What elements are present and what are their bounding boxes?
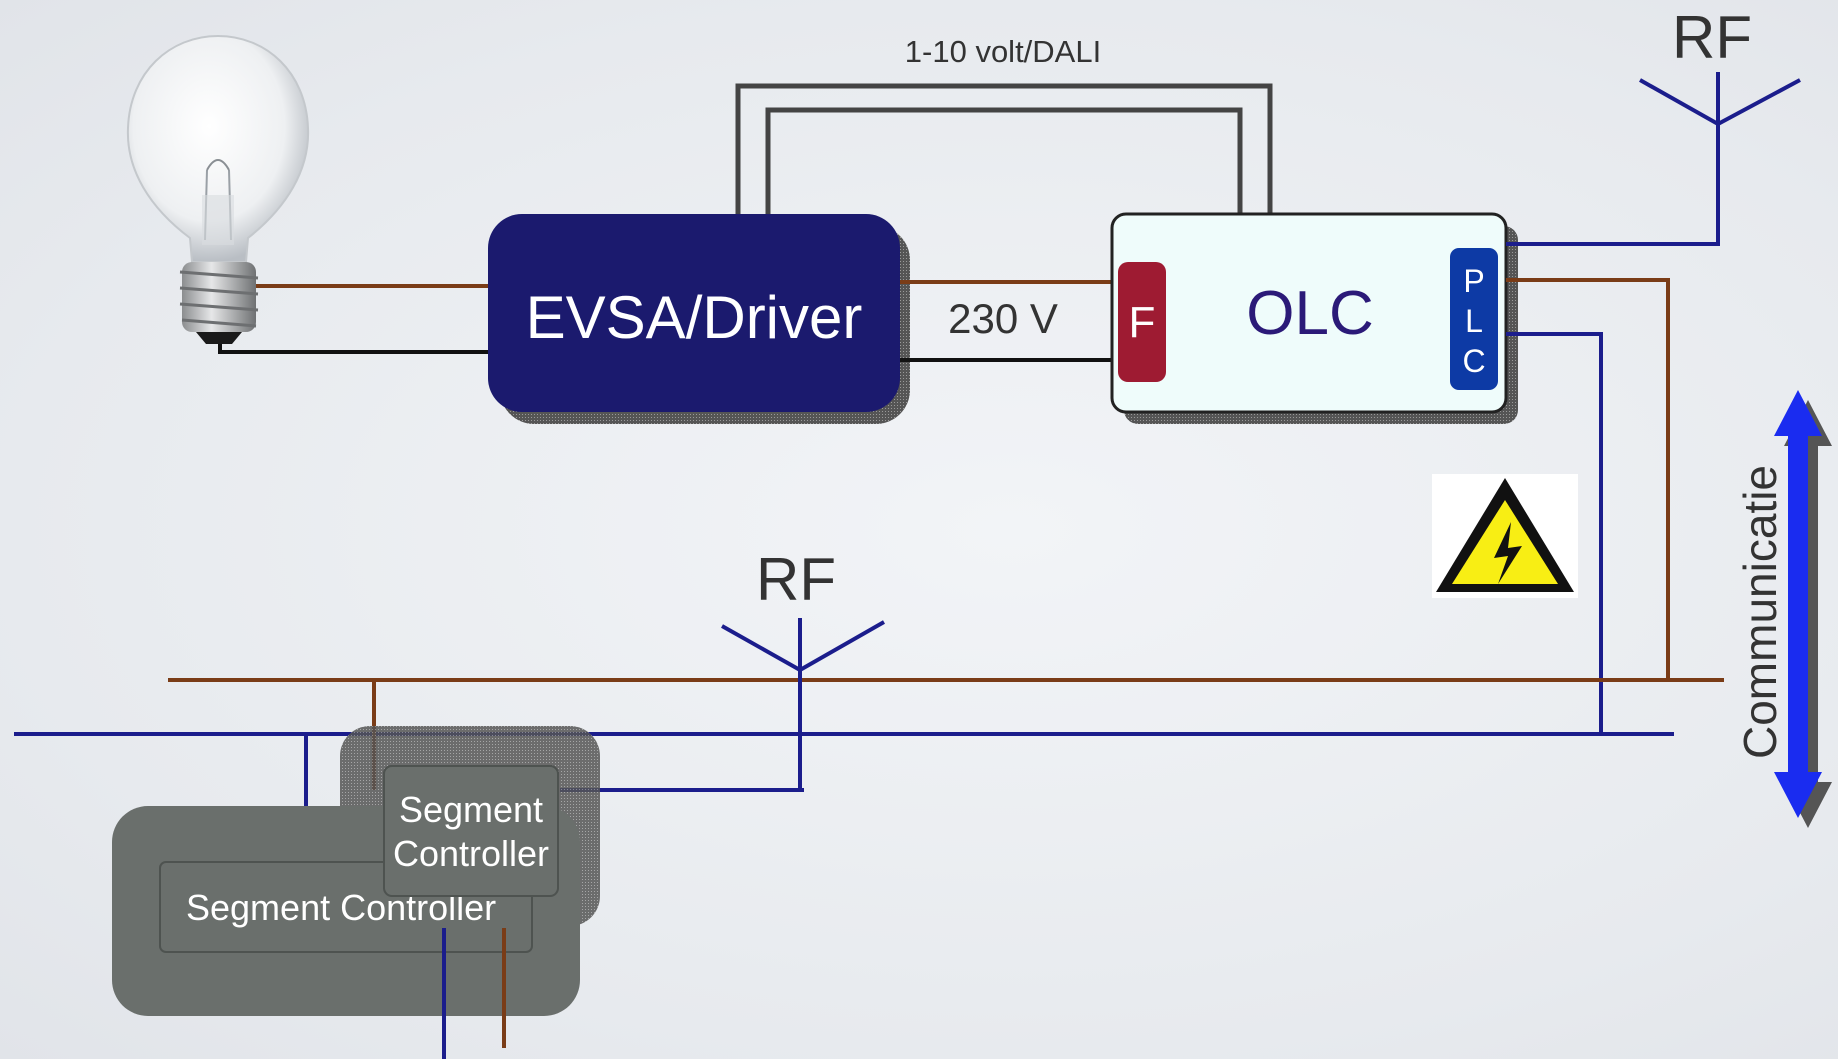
voltage-label: 230 V <box>948 295 1058 342</box>
rf-top-label: RF <box>1672 4 1752 71</box>
fuse: F <box>1118 262 1166 382</box>
high-voltage-warning-icon <box>1432 474 1578 598</box>
black-wire-bulb <box>218 344 490 354</box>
segment-controller-back-panel <box>383 765 559 897</box>
segment-controller-back-line2: Controller <box>393 833 549 874</box>
dali-wire-inner <box>765 107 1243 214</box>
driver-label: EVSA/Driver <box>526 284 863 351</box>
rf-antenna-icon <box>1639 72 1801 244</box>
segment-controller-back-line1: Segment <box>399 789 543 830</box>
olc-label: OLC <box>1246 279 1373 348</box>
light-bulb-icon <box>126 34 310 344</box>
plc-letter-c: C <box>1462 343 1485 379</box>
communication-label: Communicatie <box>1734 465 1786 759</box>
rf-mid-label: RF <box>756 546 836 613</box>
driver-block[interactable]: EVSA/Driver <box>488 214 910 424</box>
brown-wire-olc-bus <box>1506 278 1670 680</box>
plc-module: P L C <box>1450 248 1498 390</box>
plc-letter-l: L <box>1465 303 1483 339</box>
olc-block[interactable]: OLC F P L C <box>1110 212 1518 424</box>
blue-wire-olc-bus <box>1506 332 1603 734</box>
plc-letter-p: P <box>1463 263 1484 299</box>
double-arrow-icon <box>1774 390 1832 828</box>
rf-antenna-icon <box>721 618 885 790</box>
dali-label: 1-10 volt/DALI <box>905 34 1101 69</box>
dali-wire-outer <box>735 83 1273 214</box>
fuse-label: F <box>1129 298 1156 347</box>
